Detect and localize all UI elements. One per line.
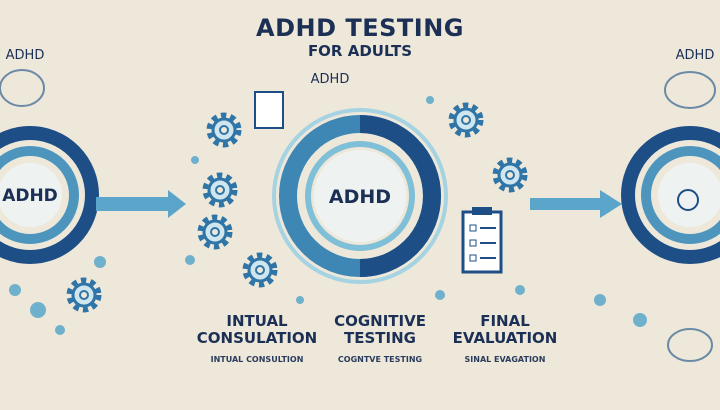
page-subtitle: FOR ADULTS <box>307 42 413 60</box>
left-ring <box>0 126 99 264</box>
center-ring-label: ADHD <box>328 186 392 208</box>
center-top-label: ADHD <box>310 72 350 87</box>
left-ring-label: ADHD <box>2 186 58 206</box>
decorative-dots <box>9 96 647 335</box>
page-title: ADHD TESTING <box>256 14 464 42</box>
arrow-icon <box>96 190 186 218</box>
step-cognitive-testing-caption: COGNTVE TESTING <box>337 355 423 364</box>
step-cognitive-testing-title: COGNITIVE TESTING <box>334 312 426 347</box>
right-ring <box>621 126 720 264</box>
step-final-evaluation-caption: SINAL EVAGATION <box>464 355 546 364</box>
step-final-evaluation-title: FINAL EVALUATION <box>452 312 558 347</box>
left-top-label: ADHD <box>5 48 45 63</box>
clipboard-icon <box>254 91 503 274</box>
center-ring <box>272 108 448 284</box>
step-initial-consultation-caption: INTUAL CONSULTION <box>210 355 304 364</box>
brain-icon <box>664 71 716 362</box>
arrow-icon <box>530 190 622 218</box>
step-initial-consultation-title: INTUAL CONSULATION <box>196 312 318 347</box>
right-top-label: ADHD <box>675 48 715 63</box>
brain-icon <box>0 69 45 107</box>
